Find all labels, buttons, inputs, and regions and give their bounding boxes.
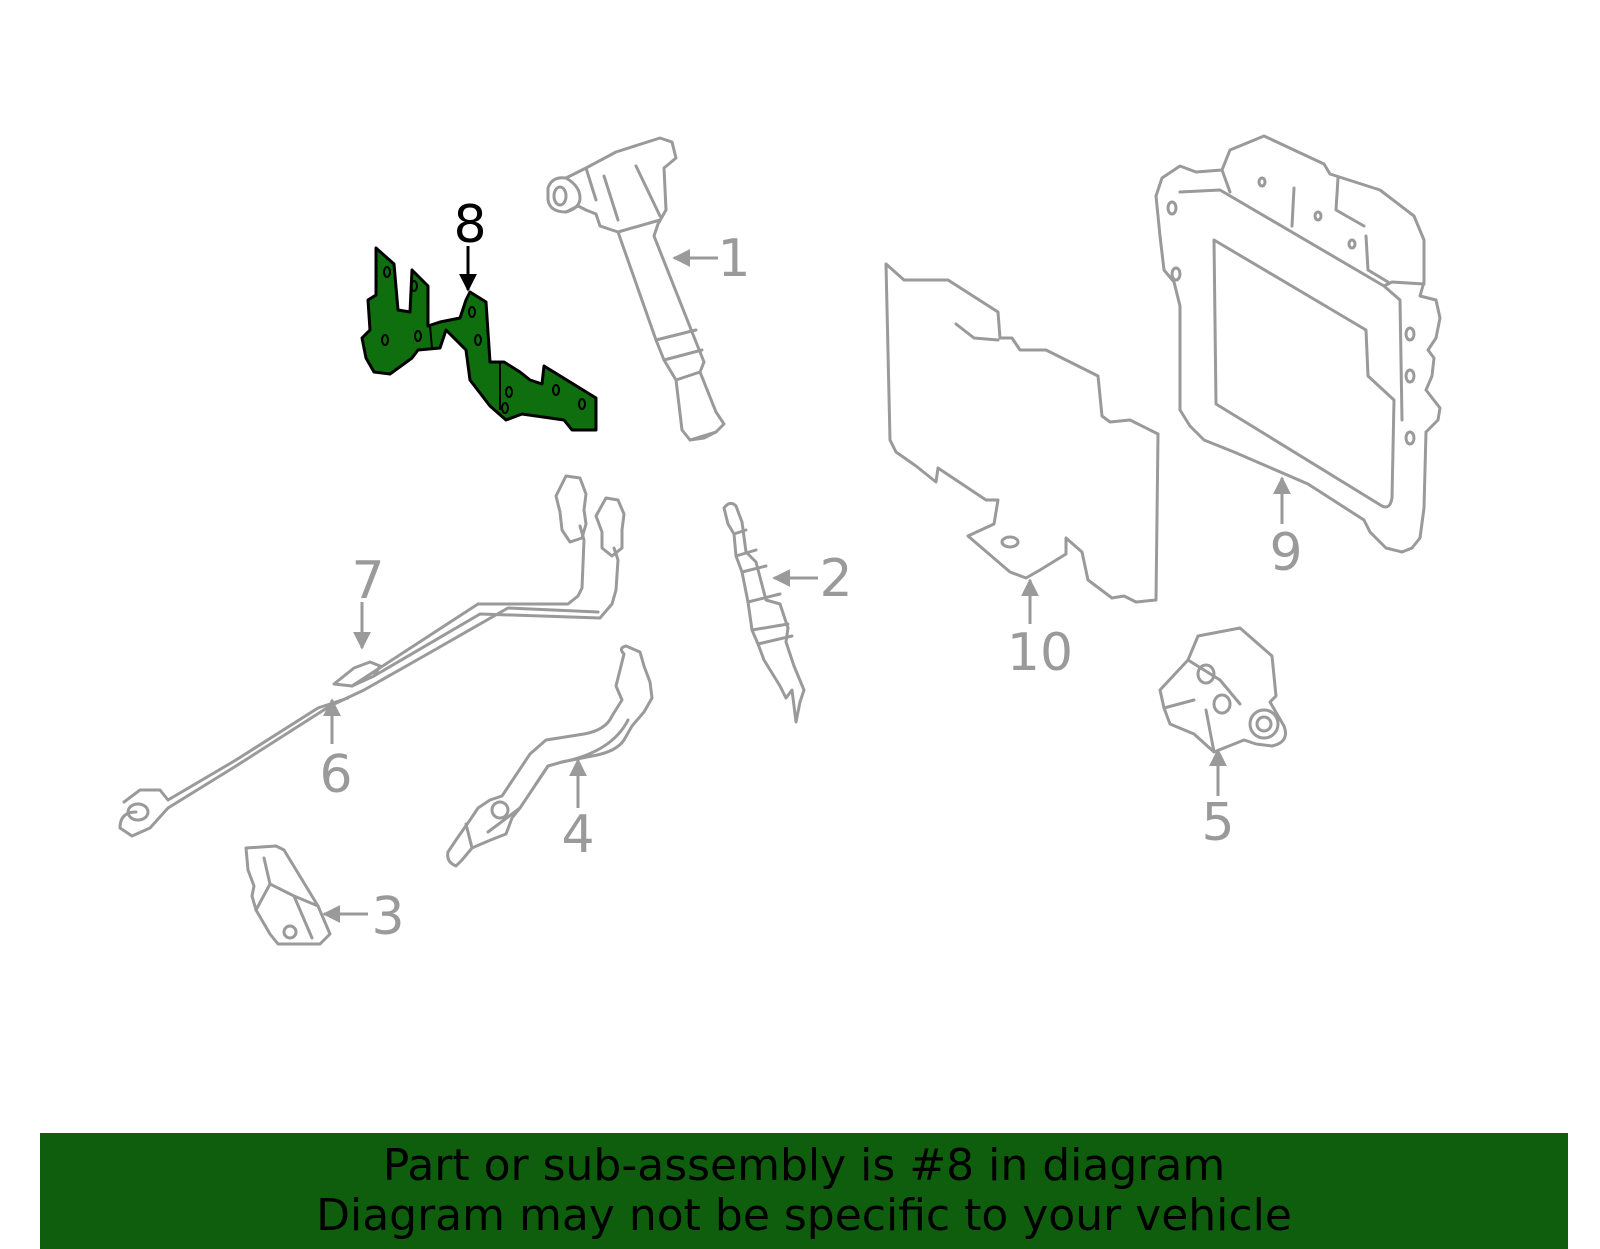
part-8-bracket[interactable] [360, 246, 598, 432]
part-6-knock-sensor-harness[interactable] [118, 606, 600, 838]
part-10-cover[interactable] [884, 262, 1160, 604]
info-banner: Part or sub-assembly is #8 in diagram Di… [40, 1133, 1568, 1249]
part-2-spark-plug[interactable] [722, 501, 806, 724]
callout-numbers: 8 1 2 3 4 5 6 7 9 10 [319, 195, 1302, 947]
part-4-oxygen-sensor[interactable] [446, 644, 654, 868]
callout-leaders [322, 246, 1291, 923]
callout-8[interactable]: 8 [453, 195, 486, 255]
callout-6[interactable]: 6 [319, 745, 352, 805]
callout-9[interactable]: 9 [1269, 523, 1302, 583]
callout-10[interactable]: 10 [1007, 623, 1073, 683]
banner-line-part: Part or sub-assembly is #8 in diagram [382, 1140, 1226, 1191]
part-9-ecu[interactable] [1154, 134, 1442, 554]
callout-2[interactable]: 2 [819, 549, 852, 609]
callout-5[interactable]: 5 [1201, 793, 1234, 853]
banner-line-disclaimer: Diagram may not be specific to your vehi… [316, 1190, 1292, 1241]
callout-3[interactable]: 3 [371, 887, 404, 947]
callout-4[interactable]: 4 [561, 805, 594, 865]
part-1-ignition-coil[interactable] [546, 136, 726, 442]
part-3-sensor[interactable] [244, 844, 332, 946]
callout-1[interactable]: 1 [717, 229, 750, 289]
part-7-o2-sensor-harness[interactable] [350, 474, 626, 688]
callout-7[interactable]: 7 [351, 551, 384, 611]
part-5-mount[interactable] [1158, 626, 1287, 754]
